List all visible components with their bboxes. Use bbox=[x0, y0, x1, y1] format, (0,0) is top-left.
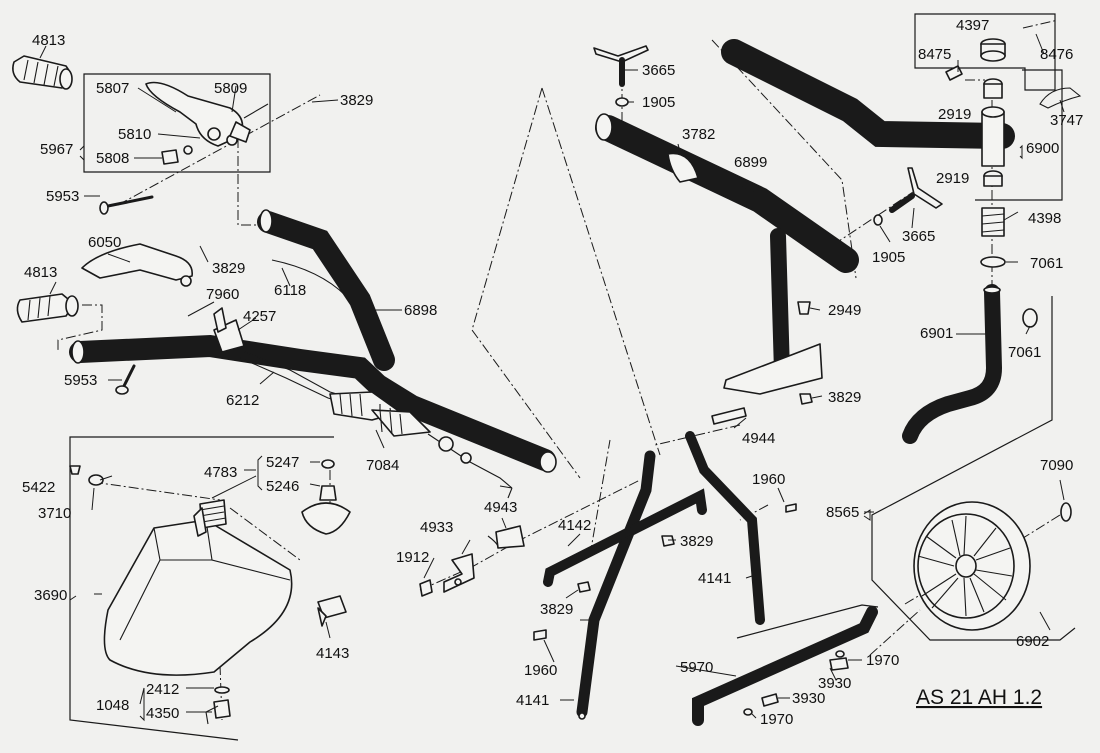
label-6899: 6899 bbox=[734, 154, 767, 171]
label-3930-left: 3930 bbox=[792, 690, 825, 707]
label-5247: 5247 bbox=[266, 454, 299, 471]
label-4143: 4143 bbox=[316, 645, 349, 662]
label-4933: 4933 bbox=[420, 519, 453, 536]
label-2949: 2949 bbox=[828, 302, 861, 319]
label-6118: 6118 bbox=[274, 282, 306, 299]
label-4142: 4142 bbox=[558, 517, 591, 534]
label-6902: 6902 bbox=[1016, 633, 1049, 650]
label-4350: 4350 bbox=[146, 705, 179, 722]
label-5809: 5809 bbox=[214, 80, 247, 97]
label-1905-top: 1905 bbox=[642, 94, 675, 111]
label-1912: 1912 bbox=[396, 549, 429, 566]
label-1905-right: 1905 bbox=[872, 249, 905, 266]
label-5422: 5422 bbox=[22, 479, 55, 496]
label-3747: 3747 bbox=[1050, 112, 1083, 129]
label-5970: 5970 bbox=[680, 659, 713, 676]
label-4813-top: 4813 bbox=[32, 32, 65, 49]
label-3710: 3710 bbox=[38, 505, 71, 522]
label-1960-left: 1960 bbox=[524, 662, 557, 679]
label-5246: 5246 bbox=[266, 478, 299, 495]
label-7061-lower: 7061 bbox=[1008, 344, 1041, 361]
handlebar-assembly bbox=[12, 55, 557, 499]
label-6900: 6900 bbox=[1026, 140, 1059, 157]
label-3829-center: 3829 bbox=[828, 389, 861, 406]
label-7090: 7090 bbox=[1040, 457, 1073, 474]
tank-assembly bbox=[69, 459, 351, 725]
center-handle-assembly bbox=[593, 45, 943, 405]
label-1970-left: 1970 bbox=[760, 711, 793, 728]
label-3690: 3690 bbox=[34, 587, 67, 604]
label-6212: 6212 bbox=[226, 392, 259, 409]
label-4943: 4943 bbox=[484, 499, 517, 516]
document-id: AS 21 AH 1.2 bbox=[916, 686, 1042, 709]
label-3665-top: 3665 bbox=[642, 62, 675, 79]
label-3829-mid: 3829 bbox=[680, 533, 713, 550]
wheel-assembly bbox=[913, 501, 1072, 631]
label-1960-right: 1960 bbox=[752, 471, 785, 488]
label-5967: 5967 bbox=[40, 141, 73, 158]
label-1048: 1048 bbox=[96, 697, 129, 714]
label-7061-top: 7061 bbox=[1030, 255, 1063, 272]
label-1970-right: 1970 bbox=[866, 652, 899, 669]
label-3665-right: 3665 bbox=[902, 228, 935, 245]
label-2919-top: 2919 bbox=[938, 106, 971, 123]
label-3930-right: 3930 bbox=[818, 675, 851, 692]
bracket-assembly bbox=[419, 525, 525, 597]
label-4813-lower: 4813 bbox=[24, 264, 57, 281]
label-4257: 4257 bbox=[243, 308, 276, 325]
frame-legs bbox=[533, 407, 878, 726]
label-6050: 6050 bbox=[88, 234, 121, 251]
label-5807: 5807 bbox=[96, 80, 129, 97]
label-4397: 4397 bbox=[956, 17, 989, 34]
label-2412: 2412 bbox=[146, 681, 179, 698]
label-3829-left2: 3829 bbox=[540, 601, 573, 618]
label-5808: 5808 bbox=[96, 150, 129, 167]
label-4398: 4398 bbox=[1028, 210, 1061, 227]
label-5953-lower: 5953 bbox=[64, 372, 97, 389]
label-3829-top: 3829 bbox=[340, 92, 373, 109]
label-4141-right: 4141 bbox=[698, 570, 731, 587]
label-5810: 5810 bbox=[118, 126, 151, 143]
label-8476: 8476 bbox=[1040, 46, 1073, 63]
label-6901: 6901 bbox=[920, 325, 953, 342]
label-6898: 6898 bbox=[404, 302, 437, 319]
leader-lines bbox=[39, 33, 1065, 719]
label-2919-lower: 2919 bbox=[936, 170, 969, 187]
part-labels: 4813 5807 5809 3829 5810 5967 5808 5953 … bbox=[22, 17, 1083, 728]
label-8475: 8475 bbox=[918, 46, 951, 63]
label-4783: 4783 bbox=[204, 464, 237, 481]
label-7084: 7084 bbox=[366, 457, 399, 474]
label-3829-left: 3829 bbox=[212, 260, 245, 277]
label-3782: 3782 bbox=[682, 126, 715, 143]
group-braces bbox=[69, 144, 1023, 722]
label-4141-left: 4141 bbox=[516, 692, 549, 709]
right-handle-assembly bbox=[721, 38, 1082, 444]
label-5953-top: 5953 bbox=[46, 188, 79, 205]
label-7960: 7960 bbox=[206, 286, 239, 303]
label-4944: 4944 bbox=[742, 430, 775, 447]
label-8565: 8565 bbox=[826, 504, 859, 521]
assembly-frames bbox=[69, 13, 1076, 741]
